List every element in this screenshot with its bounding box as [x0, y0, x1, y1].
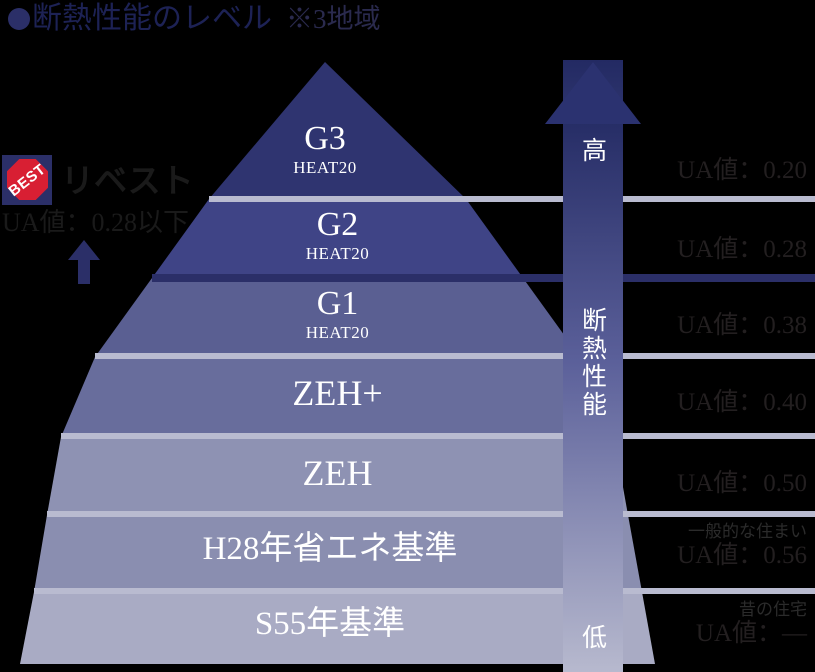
ua-value-h28: UA値：0.56 [677, 541, 807, 569]
ua-row-s55: 昔の住宅 UA値：— [696, 600, 807, 647]
arrow-label-high: 高 [545, 138, 645, 166]
arrow-label-low-text: 低 [581, 625, 608, 652]
tier-label-g2: G2 HEAT20 [225, 206, 450, 263]
tier-label-g3: G3 HEAT20 [225, 120, 425, 177]
brand-name: リベスト [61, 161, 194, 199]
arrow-label-mid-c3: 性 [581, 364, 608, 391]
tier-name-g3: G3 [304, 120, 346, 157]
arrow-label-middle: 断 熱 性 能 [545, 308, 645, 420]
tier-name-h28: H28年省エネ基準 [202, 531, 458, 567]
ua-caption-s55: 昔の住宅 [739, 600, 807, 619]
separator-line-g1-zehplus [95, 353, 815, 359]
tier-sub-g1: HEAT20 [305, 323, 370, 342]
brand-ua-value: UA値：0.28以下 [2, 208, 190, 237]
tier-label-g1: G1 HEAT20 [225, 285, 450, 342]
title-main-text: 断熱性能のレベル [32, 2, 272, 35]
tier-sub-g2: HEAT20 [305, 244, 370, 263]
arrow-label-high-text: 高 [581, 138, 608, 165]
title-note-text: ※3地域 [286, 3, 381, 34]
best-badge-label: BEST [5, 160, 49, 200]
tier-name-zeh-plus: ZEH+ [292, 373, 383, 413]
best-badge-block: BEST リベスト UA値：0.28以下 [2, 155, 194, 238]
performance-direction-arrow: 高 断 熱 性 能 低 [545, 60, 645, 672]
best-badge-row: BEST リベスト [2, 155, 194, 205]
tier-name-g1: G1 [316, 285, 359, 322]
separator-line-h28-s55 [34, 588, 815, 594]
tier-name-zeh: ZEH [302, 453, 373, 493]
separator-line-g3-g2 [209, 196, 815, 202]
ua-row-g1: UA値：0.38 [677, 312, 807, 340]
arrow-label-mid-c1: 断 [581, 308, 608, 335]
tier-sub-g3: HEAT20 [293, 158, 357, 177]
up-arrow-pointer-icon [68, 240, 100, 284]
bullet-icon [8, 8, 30, 30]
ua-row-h28: 一般的な住まい UA値：0.56 [677, 522, 807, 569]
arrow-label-mid-c2: 熱 [581, 336, 608, 363]
ua-caption-h28: 一般的な住まい [688, 522, 807, 541]
octagon-shape-icon [7, 159, 48, 200]
tier-name-g2: G2 [316, 206, 359, 243]
arrow-label-mid-c4: 能 [581, 392, 608, 419]
separator-line-g2-g1 [152, 274, 815, 282]
tier-name-s55: S55年基準 [254, 606, 406, 642]
tier-label-zeh-plus: ZEH+ [195, 375, 480, 411]
ua-row-g3: UA値：0.20 [677, 157, 807, 185]
page-title: 断熱性能のレベル ※3地域 [8, 4, 381, 34]
tier-label-h28: H28年省エネ基準 [110, 533, 550, 566]
ua-value-g3: UA値：0.20 [677, 157, 807, 184]
ua-value-zeh-plus: UA値：0.40 [677, 389, 807, 416]
best-badge-icon: BEST [2, 155, 52, 205]
ua-value-g2: UA値：0.28 [677, 236, 807, 263]
tier-label-zeh: ZEH [195, 455, 480, 491]
ua-value-g1: UA値：0.38 [677, 312, 807, 339]
ua-row-g2: UA値：0.28 [677, 236, 807, 264]
arrow-label-low: 低 [545, 625, 645, 653]
ua-value-s55: UA値：— [695, 619, 807, 647]
ua-value-zeh: UA値：0.50 [677, 470, 807, 497]
tier-label-s55: S55年基準 [110, 608, 550, 641]
separator-line-zehplus-zeh [61, 433, 815, 439]
ua-row-zeh: UA値：0.50 [677, 470, 807, 498]
ua-row-zeh-plus: UA値：0.40 [677, 389, 807, 417]
separator-line-zeh-h28 [47, 511, 815, 517]
